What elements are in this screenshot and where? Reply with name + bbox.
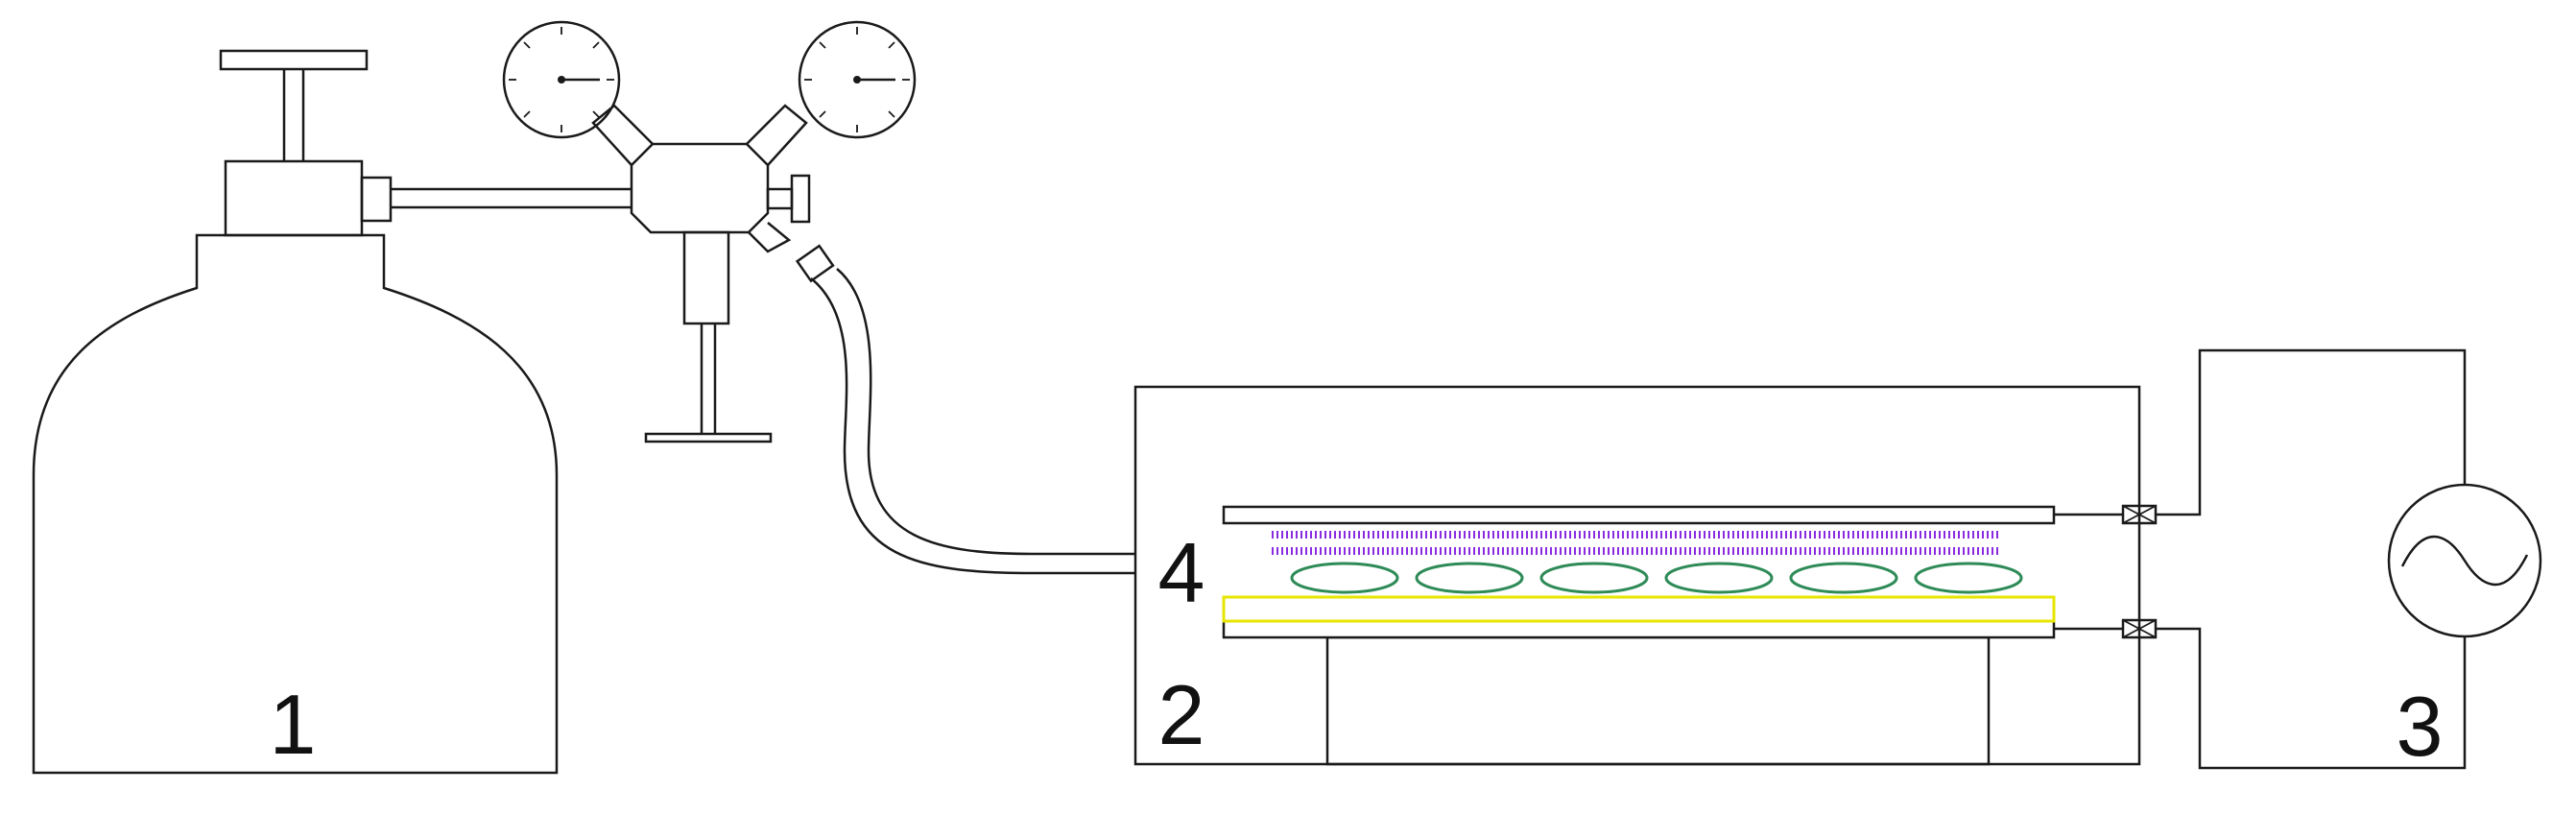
dielectric-layer [1222, 595, 2056, 623]
hose-fitting [795, 244, 835, 283]
label-gas-cylinder: 1 [270, 677, 317, 772]
regulator-connection [391, 187, 632, 209]
ac-power-supply: 3 [2387, 483, 2542, 774]
lower-electrode [1222, 619, 2056, 639]
sample [1914, 562, 2023, 594]
sample [1415, 562, 1524, 594]
pressure-regulator [502, 20, 917, 443]
cylinder-handwheel [219, 49, 369, 71]
gas-cylinder: 1 [32, 49, 559, 775]
sample [1290, 562, 1399, 594]
sample [1664, 562, 1774, 594]
label-sample-zone: 4 [1158, 525, 1205, 620]
pressure-gauge-icon [502, 20, 621, 139]
reactor-chamber: 4 2 [1133, 385, 2141, 766]
upper-electrode [1222, 505, 2056, 525]
label-power-supply: 3 [2397, 679, 2444, 774]
ac-sine-wave-icon [2387, 483, 2542, 638]
label-reactor: 2 [1158, 667, 1205, 762]
electrical-leads [2054, 348, 2467, 770]
sample-row [1290, 562, 2023, 594]
sample [1789, 562, 1898, 594]
sample [1539, 562, 1649, 594]
plasma-discharge [1272, 531, 2001, 555]
regulator-knob [766, 174, 811, 224]
pressure-gauge-icon [798, 20, 917, 139]
gas-hose [810, 268, 1135, 575]
electrode-support [1325, 635, 1991, 766]
